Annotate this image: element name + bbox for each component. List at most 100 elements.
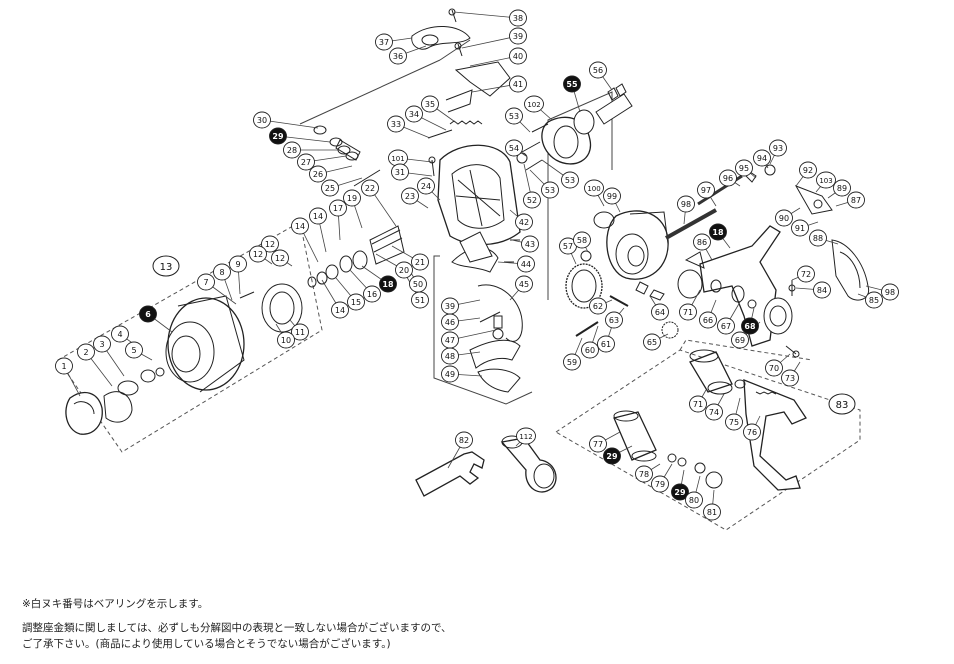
part-number: 71 — [693, 400, 703, 409]
part-number: 78 — [639, 470, 649, 479]
bearing-callout-circle — [563, 75, 581, 93]
callout-circle — [253, 111, 271, 129]
callout-circle — [693, 233, 711, 251]
part-number: 11 — [295, 328, 305, 337]
part-callout: 7 — [197, 273, 215, 291]
callout-circle — [603, 187, 621, 205]
callout-circle — [441, 365, 459, 383]
part-callout: 21 — [411, 253, 429, 271]
callout-circle — [321, 179, 339, 197]
part-number: 46 — [445, 318, 455, 327]
part-callout: 12 — [249, 245, 267, 263]
callout-circle — [731, 331, 749, 349]
part-callout: 87 — [847, 191, 865, 209]
part-callout: 14 — [331, 301, 349, 319]
part-callout: 24 — [417, 177, 435, 195]
part-number: 24 — [421, 182, 431, 191]
part-callout: 96 — [719, 169, 737, 187]
part-number: 19 — [347, 194, 357, 203]
callout-circle — [249, 245, 267, 263]
part-callout: 100 — [584, 179, 604, 197]
bearing-callout-circle — [139, 305, 157, 323]
part-callout: 99 — [603, 187, 621, 205]
part-callout: 11 — [291, 323, 309, 341]
part-number: 43 — [525, 240, 535, 249]
part-callout: 38 — [509, 9, 527, 27]
callout-circle — [705, 403, 723, 421]
callout-circle — [515, 275, 533, 293]
part-callout: 54 — [505, 139, 523, 157]
callout-circle — [847, 191, 865, 209]
part-callout: 41 — [509, 75, 527, 93]
part-callout: 35 — [421, 95, 439, 113]
part-callout: 58 — [573, 231, 591, 249]
callout-circle — [401, 187, 419, 205]
bearing-note: ※白ヌキ番号はベアリングを示します。 — [22, 598, 209, 610]
part-number: 98 — [885, 288, 895, 297]
part-callout: 71 — [679, 303, 697, 321]
callout-circle — [651, 303, 669, 321]
callout-circle — [697, 181, 715, 199]
part-number: 7 — [203, 278, 208, 287]
part-callout: 50 — [409, 275, 427, 293]
part-number: 96 — [723, 174, 733, 183]
part-callout: 23 — [401, 187, 419, 205]
part-number: 58 — [577, 236, 587, 245]
part-callout: 30 — [253, 111, 271, 129]
part-number: 33 — [391, 120, 401, 129]
part-number: 40 — [513, 52, 523, 61]
part-callout: 91 — [791, 219, 809, 237]
part-number: 14 — [335, 306, 345, 315]
parts-schematic — [57, 8, 870, 531]
part-number: 17 — [333, 204, 343, 213]
callout-circle — [395, 261, 413, 279]
part-number: 91 — [795, 224, 805, 233]
part-number: 12 — [275, 254, 285, 263]
part-number: 34 — [409, 110, 419, 119]
part-number: 23 — [405, 192, 415, 201]
part-callout: 14 — [309, 207, 327, 225]
bearing-callout-circle — [269, 127, 287, 145]
part-number: 94 — [757, 154, 767, 163]
callout-circle — [509, 75, 527, 93]
callout-circle — [455, 431, 473, 449]
callout-circle — [643, 333, 661, 351]
callout-circle — [347, 293, 365, 311]
part-callout: 84 — [813, 281, 831, 299]
part-number: 52 — [527, 196, 537, 205]
part-callout: 64 — [651, 303, 669, 321]
callout-circle — [291, 323, 309, 341]
part-number: 29 — [674, 488, 686, 497]
part-callout: 39 — [509, 27, 527, 45]
part-number: 3 — [99, 340, 104, 349]
part-callout: 25 — [321, 179, 339, 197]
callout-circle — [271, 249, 289, 267]
part-callout: 71 — [689, 395, 707, 413]
callout-circle — [405, 105, 423, 123]
bearing-callout-circle — [671, 483, 689, 501]
callout-circle — [677, 195, 695, 213]
part-number: 18 — [712, 228, 724, 237]
callout-circle — [651, 475, 669, 493]
part-number: 65 — [647, 338, 657, 347]
part-callout: 95 — [735, 159, 753, 177]
part-callout: 56 — [589, 61, 607, 79]
part-callout: 103 — [816, 171, 836, 189]
callout-circle — [541, 181, 559, 199]
callout-circle — [833, 179, 851, 197]
part-number: 2 — [83, 348, 88, 357]
callout-circle — [581, 341, 599, 359]
part-number: 68 — [744, 322, 756, 331]
part-number: 71 — [683, 308, 693, 317]
callout-circle — [389, 47, 407, 65]
part-number: 25 — [325, 184, 335, 193]
callout-circle — [509, 27, 527, 45]
callout-circle — [283, 141, 301, 159]
callout-circle — [291, 217, 309, 235]
part-callout: 72 — [797, 265, 815, 283]
part-number: 70 — [769, 364, 779, 373]
group-label-circle — [152, 255, 180, 277]
part-callout: 68 — [741, 317, 759, 335]
callout-circle — [781, 369, 799, 387]
part-number: 14 — [313, 212, 323, 221]
